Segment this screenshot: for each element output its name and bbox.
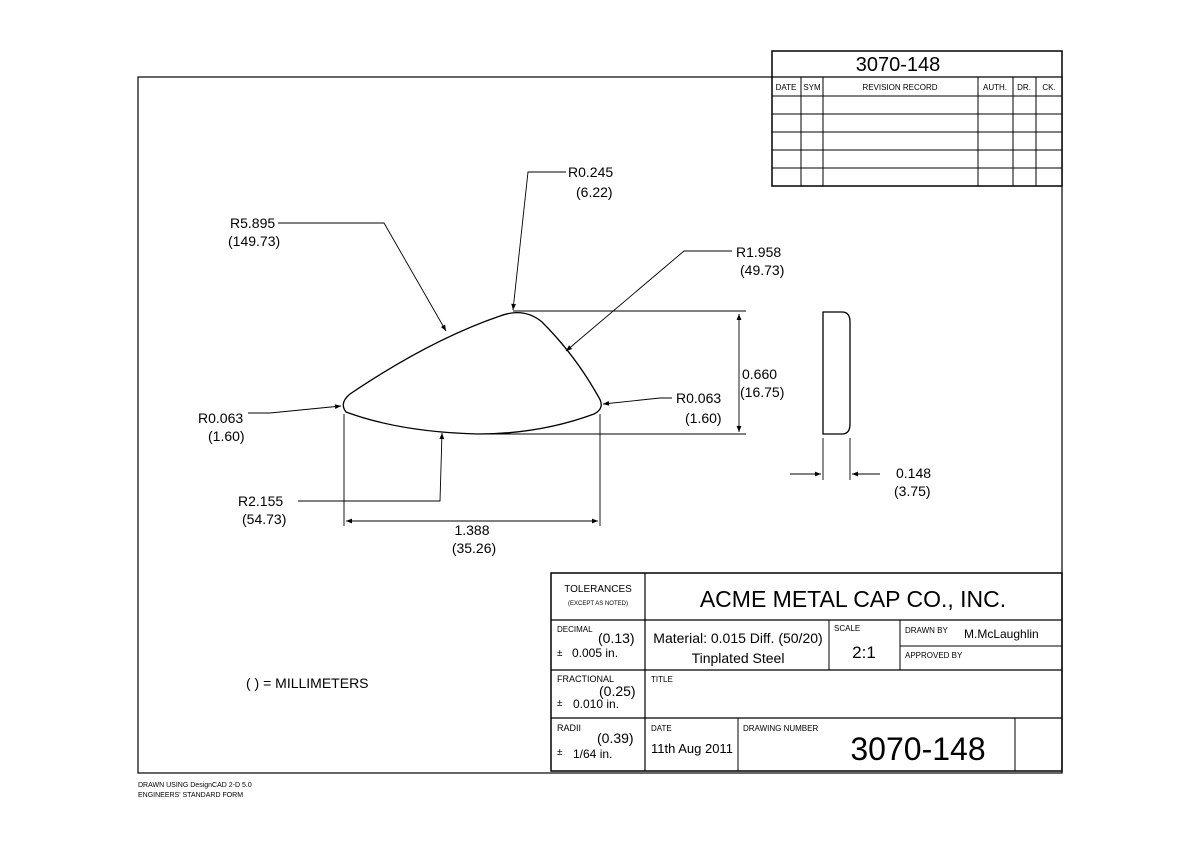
- revision-block: 3070-148 DATE SYM REVISION RECORD AUTH. …: [771, 50, 1063, 187]
- drawing-number-value: 3070-148: [850, 731, 985, 767]
- dim-r-left-arc-mm: (149.73): [228, 233, 280, 249]
- dim-thickness-mm: (3.75): [894, 483, 931, 499]
- drawn-by-value: M.McLaughlin: [964, 627, 1039, 641]
- drawing-number-label: DRAWING NUMBER: [743, 724, 818, 733]
- rev-header-auth: AUTH.: [983, 83, 1007, 92]
- drawn-by-label: DRAWN BY: [905, 626, 948, 635]
- dim-r-bottom: R2.155: [238, 493, 283, 509]
- decimal-value: 0.005 in.: [572, 646, 618, 660]
- rev-header-dr: DR.: [1017, 83, 1031, 92]
- fractional-value: 0.010 in.: [573, 697, 619, 711]
- dim-r-right-tip-mm: (1.60): [685, 410, 722, 426]
- dim-r-right-arc-mm: (49.73): [740, 262, 784, 278]
- dim-r-bottom-mm: (54.73): [242, 511, 286, 527]
- dim-height-mm: (16.75): [740, 384, 784, 400]
- rev-header-sym: SYM: [803, 83, 821, 92]
- scale-label: SCALE: [834, 624, 860, 633]
- decimal-mm: (0.13): [598, 630, 635, 646]
- leader-lines: [248, 171, 880, 526]
- rev-header-date: DATE: [776, 83, 797, 92]
- dim-r-left-tip-mm: (1.60): [208, 428, 245, 444]
- dim-r-left-arc: R5.895: [230, 215, 275, 231]
- title-label: TITLE: [651, 675, 673, 684]
- part-side-view: [822, 311, 851, 435]
- dim-r-top: R0.245: [568, 164, 613, 180]
- radii-value: 1/64 in.: [573, 747, 612, 761]
- revision-number: 3070-148: [856, 54, 941, 76]
- tolerances-sub: (EXCEPT AS NOTED): [568, 601, 628, 607]
- date-label: DATE: [651, 724, 672, 733]
- radii-label: RADII: [557, 723, 581, 733]
- dim-r-top-mm: (6.22): [576, 184, 613, 200]
- decimal-label: DECIMAL: [557, 625, 593, 634]
- fractional-label: FRACTIONAL: [557, 674, 614, 684]
- approved-by-label: APPROVED BY: [905, 651, 963, 660]
- tolerances-label: TOLERANCES: [564, 584, 632, 595]
- decimal-pm: ±: [557, 648, 563, 659]
- date-value: 11th Aug 2011: [651, 741, 733, 756]
- material-line2: Tinplated Steel: [692, 650, 785, 666]
- dim-width-mm: (35.26): [452, 540, 496, 556]
- dim-height: 0.660: [742, 366, 777, 382]
- footer-line1: DRAWN USING DesignCAD 2-D 5.0: [138, 782, 252, 789]
- company-name: ACME METAL CAP CO., INC.: [700, 586, 1006, 612]
- footer-line2: ENGINEERS' STANDARD FORM: [138, 792, 243, 799]
- radii-mm: (0.39): [597, 730, 634, 746]
- dim-thickness: 0.148: [896, 465, 931, 481]
- dim-r-left-tip: R0.063: [198, 410, 243, 426]
- fractional-pm: ±: [557, 698, 563, 709]
- sheet-border: [137, 76, 1063, 774]
- units-note: ( ) = MILLIMETERS: [246, 675, 369, 691]
- dim-width: 1.388: [454, 522, 489, 538]
- scale-value: 2:1: [852, 643, 876, 662]
- dim-r-right-arc: R1.958: [736, 244, 781, 260]
- rev-header-ck: CK.: [1042, 83, 1055, 92]
- fractional-mm: (0.25): [599, 683, 636, 699]
- material-line1: Material: 0.015 Diff. (50/20): [653, 630, 822, 646]
- radii-pm: ±: [557, 747, 563, 758]
- title-block: [550, 572, 1063, 772]
- rev-header-record: REVISION RECORD: [862, 83, 937, 92]
- part-profile: [342, 311, 602, 435]
- dim-r-right-tip: R0.063: [676, 390, 721, 406]
